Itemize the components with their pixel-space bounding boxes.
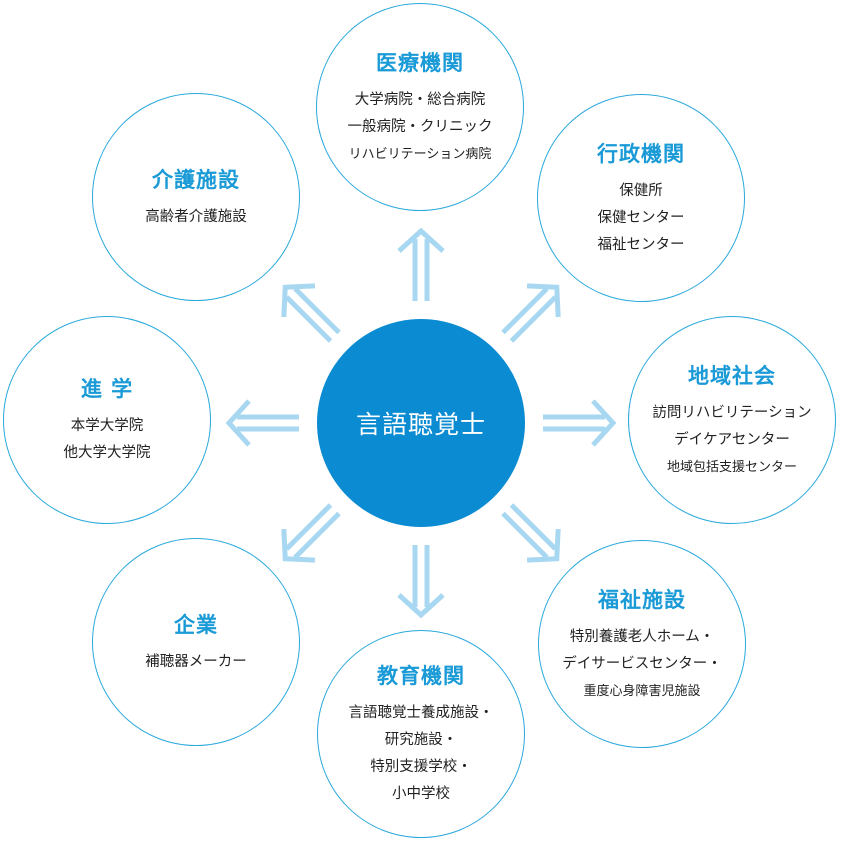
node-study-line: 本学大学院	[70, 418, 144, 434]
node-medical-line: 一般病院・クリニック	[347, 118, 493, 135]
arrow-up-left	[281, 283, 341, 343]
arrow-head	[397, 593, 445, 619]
node-company-line: 補聴器メーカー	[145, 653, 247, 670]
arrow-up	[397, 227, 445, 301]
node-welfare-line: デイサービスセンター・	[562, 655, 722, 672]
node-company-title: 企業	[174, 612, 218, 637]
node-welfare-line: 特別養護老人ホーム・	[569, 628, 715, 645]
node-study: 進 学 本学大学院 他大学大学院	[3, 316, 211, 524]
node-care-line: 高齢者介護施設	[145, 208, 247, 225]
arrow-head	[526, 283, 561, 318]
node-medical-line: リハビリテーション病院	[348, 146, 492, 162]
arrow-shaft	[293, 286, 341, 335]
node-admin-title: 行政機関	[597, 141, 685, 166]
arrow-head	[225, 399, 251, 447]
arrow-down	[397, 545, 445, 619]
node-community-line: デイケアセンター	[674, 431, 790, 448]
arrow-shaft	[284, 295, 333, 343]
node-company: 企業 補聴器メーカー	[92, 538, 300, 746]
arrow-head	[526, 528, 561, 563]
node-admin: 行政機関 保健所 保健センター 福祉センター	[537, 94, 745, 302]
node-community: 地域社会 訪問リハビリテーション デイケアセンター 地域包括支援センター	[628, 316, 836, 524]
arrow-right	[543, 399, 617, 447]
arrow-down-right	[501, 503, 561, 563]
center-label: 言語聴覚士	[355, 410, 486, 439]
node-study-title: 進 学	[80, 377, 134, 401]
node-care: 介護施設 高齢者介護施設	[92, 93, 300, 301]
node-welfare-line: 重度心身障害児施設	[583, 683, 701, 699]
node-community-title: 地域社会	[688, 363, 776, 388]
arrow-head	[591, 399, 617, 447]
node-community-line: 訪問リハビリテーション	[652, 404, 812, 421]
node-medical-line: 大学病院・総合病院	[354, 91, 486, 108]
node-education-line: 言語聴覚士養成施設・	[348, 705, 494, 721]
arrow-shaft	[284, 503, 333, 551]
node-education-line: 小中学校	[392, 786, 450, 802]
node-admin-line: 保健所	[619, 182, 663, 199]
node-study-line: 他大学大学院	[63, 445, 151, 461]
center-circle: 言語聴覚士	[317, 319, 525, 527]
node-care-title: 介護施設	[152, 167, 240, 192]
node-education-line: 研究施設・	[384, 732, 458, 748]
node-community-line: 地域包括支援センター	[666, 459, 797, 475]
node-admin-line: 福祉センター	[597, 236, 685, 253]
node-education: 教育機関 言語聴覚士養成施設・ 研究施設・ 特別支援学校・ 小中学校	[317, 630, 525, 838]
arrow-shaft	[509, 295, 558, 343]
arrow-shaft	[509, 503, 558, 551]
node-admin-line: 保健センター	[597, 209, 685, 226]
arrow-head	[281, 528, 316, 563]
node-welfare: 福祉施設 特別養護老人ホーム・ デイサービスセンター・ 重度心身障害児施設	[538, 540, 746, 748]
node-medical-title: 医療機関	[376, 50, 464, 75]
arrow-left	[225, 399, 299, 447]
arrow-head	[281, 283, 316, 318]
node-education-title: 教育機関	[377, 664, 465, 688]
arrow-down-left	[281, 503, 341, 563]
arrow-shaft	[501, 286, 549, 335]
arrow-head	[397, 227, 445, 253]
arrow-shaft	[501, 511, 549, 560]
arrow-shaft	[293, 511, 341, 560]
node-medical: 医療機関 大学病院・総合病院 一般病院・クリニック リハビリテーション病院	[316, 3, 524, 211]
node-welfare-title: 福祉施設	[598, 587, 686, 612]
arrow-up-right	[501, 283, 561, 343]
node-education-line: 特別支援学校・	[370, 759, 472, 775]
